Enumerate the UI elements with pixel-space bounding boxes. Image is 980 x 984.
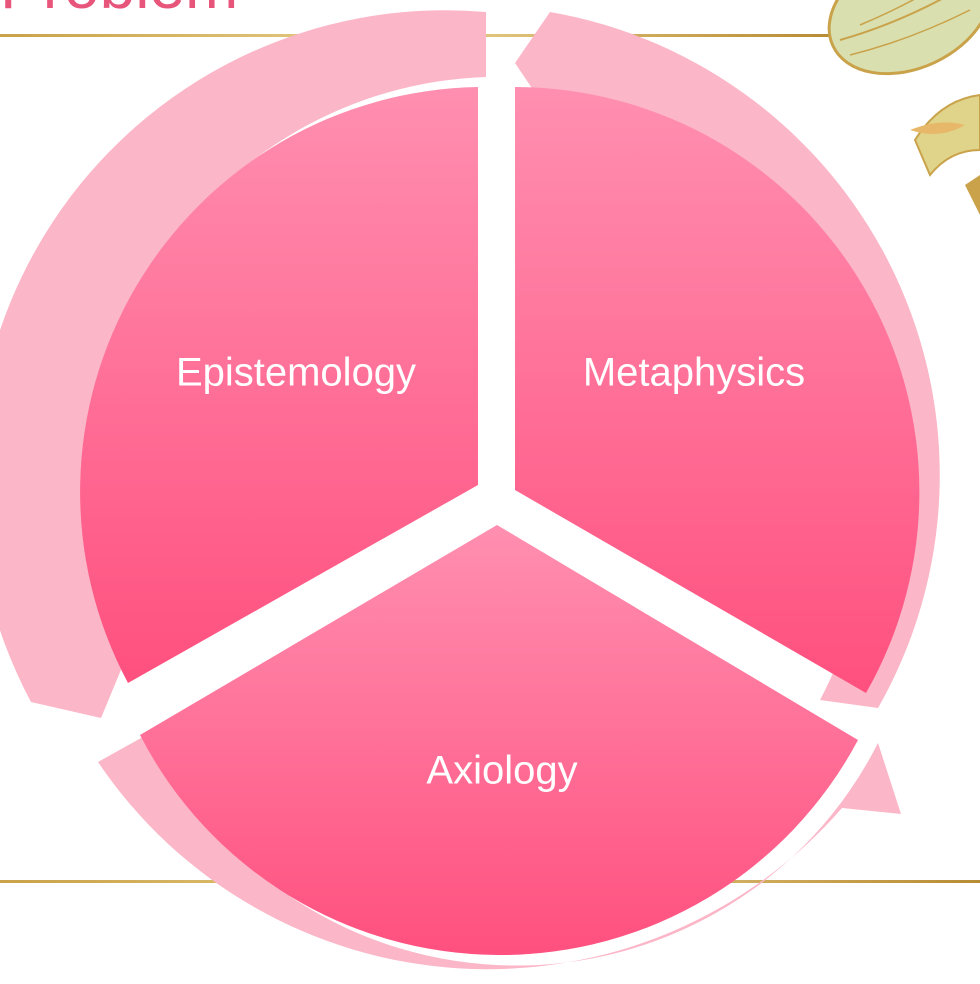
label-axiology: Axiology (426, 749, 577, 793)
label-epistemology: Epistemology (176, 351, 416, 395)
label-metaphysics: Metaphysics (583, 351, 805, 395)
